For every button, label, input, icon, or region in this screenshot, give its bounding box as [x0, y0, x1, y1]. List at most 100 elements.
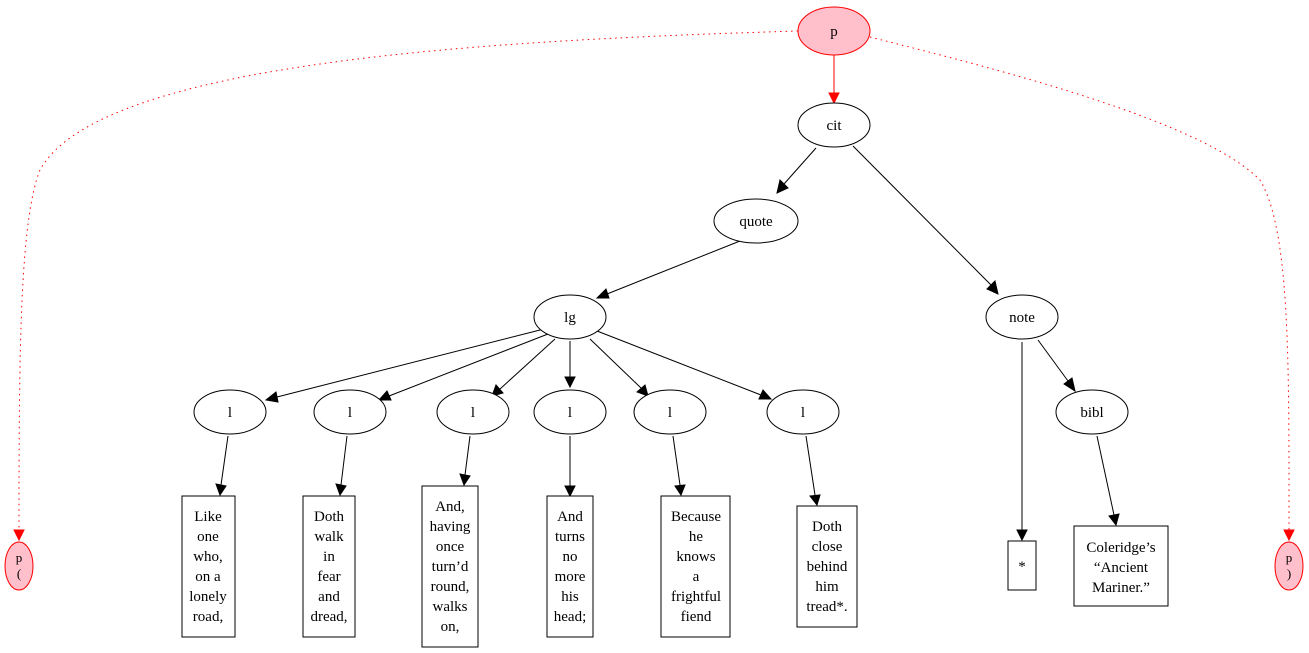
node-p-close[interactable]: p ): [1274, 541, 1304, 591]
edge-lg-l6: [596, 330, 762, 396]
leaf-line: frightful: [671, 589, 721, 605]
node-l-6[interactable]: l: [766, 389, 840, 435]
edges: [13, 30, 1295, 542]
leaf-box: [421, 485, 479, 648]
edge-l1-t1: [220, 435, 229, 486]
leaf-text-2[interactable]: Doth walk in fear and dread,: [302, 495, 356, 638]
leaf-line: fear: [317, 569, 340, 585]
arrowhead: [377, 390, 392, 401]
node-shape: [797, 6, 871, 56]
node-shape: [1274, 541, 1304, 591]
arrowhead: [1283, 529, 1295, 542]
node-l-5[interactable]: l: [633, 389, 707, 435]
leaf-text-5[interactable]: Because he knows a frightful fiend: [660, 495, 731, 638]
leaf-line: close: [812, 539, 843, 555]
node-label: l: [471, 405, 475, 421]
node-l-1[interactable]: l: [193, 389, 267, 435]
node-label: l: [668, 405, 672, 421]
node-l-3[interactable]: l: [436, 389, 510, 435]
leaf-line: on,: [441, 619, 460, 635]
leaf-line: turn’d: [432, 559, 469, 575]
leaf-text-1[interactable]: Like one who, on a lonely road,: [181, 495, 236, 638]
arrowhead: [674, 484, 686, 497]
arrowhead: [595, 288, 610, 299]
leaf-text-8[interactable]: Coleridge’s “Ancient Mariner.”: [1073, 525, 1169, 607]
node-shape: [985, 294, 1059, 340]
node-label-paren: ): [1287, 566, 1291, 581]
leaf-box: [660, 495, 731, 638]
node-shape: [4, 541, 34, 591]
leaf-box: [796, 505, 858, 628]
arrowhead: [1016, 529, 1028, 542]
node-label: l: [348, 405, 352, 421]
node-lg[interactable]: lg: [533, 294, 607, 340]
node-label: cit: [827, 118, 843, 134]
edge-cit-note: [852, 145, 992, 286]
leaf-line: walks: [433, 599, 468, 615]
arrowhead: [335, 483, 347, 497]
arrowhead: [13, 529, 25, 542]
edge-lg-l3: [499, 338, 556, 390]
leaf-line: And,: [435, 499, 465, 515]
arrowhead: [459, 473, 471, 487]
leaf-text-3[interactable]: And, having once turn’d round, walks on,: [421, 485, 479, 648]
leaf-line: lonely: [189, 589, 227, 605]
leaf-line: round,: [431, 579, 470, 595]
leaf-line: turns: [555, 529, 585, 545]
leaf-line: And: [557, 509, 583, 525]
arrowhead: [215, 483, 227, 497]
leaf-line: on a: [195, 569, 221, 585]
node-label: bibl: [1080, 405, 1103, 421]
leaf-line: one: [197, 529, 219, 545]
leaf-line: having: [430, 519, 471, 535]
node-l-4[interactable]: l: [533, 389, 607, 435]
leaf-line: *: [1018, 559, 1026, 575]
leaf-line: Because: [671, 509, 721, 525]
leaf-text-7[interactable]: *: [1007, 540, 1037, 591]
arrowhead: [636, 384, 649, 397]
node-shape: [533, 389, 607, 435]
leaf-line: knows: [676, 549, 715, 565]
node-label: l: [228, 405, 232, 421]
edge-lg-l2: [388, 333, 549, 397]
leaf-line: his: [561, 589, 579, 605]
arrowhead: [828, 92, 840, 105]
node-shape: [533, 294, 607, 340]
arrowhead: [809, 494, 821, 507]
leaf-line: in: [323, 549, 335, 565]
edge-bibl-t8: [1096, 435, 1115, 516]
leaf-line: who,: [193, 549, 223, 565]
leaf-text-6[interactable]: Doth close behind him tread*.: [796, 505, 858, 628]
leaf-line: a: [693, 569, 700, 585]
node-shape: [766, 389, 840, 435]
arrowhead: [491, 384, 504, 397]
node-quote[interactable]: quote: [713, 198, 799, 244]
leaf-line: road,: [193, 609, 223, 625]
leaf-box: [1007, 540, 1037, 591]
node-note[interactable]: note: [985, 294, 1059, 340]
node-shape: [797, 102, 871, 148]
leaf-box: [546, 495, 594, 638]
node-l-2[interactable]: l: [313, 389, 387, 435]
leaf-box: [302, 495, 356, 638]
leaf-text-4[interactable]: And turns no more his head;: [546, 495, 594, 638]
leaf-line: dread,: [310, 609, 347, 625]
arrowhead: [758, 389, 773, 400]
node-p-root[interactable]: p: [797, 6, 871, 56]
node-label: lg: [564, 310, 576, 326]
leaf-line: fiend: [681, 609, 712, 625]
leaf-line: once: [436, 539, 465, 555]
leaf-line: Mariner.”: [1092, 580, 1150, 596]
node-label-paren: (: [17, 566, 21, 581]
leaf-line: Doth: [812, 519, 843, 535]
leaf-line: “Ancient: [1094, 560, 1149, 576]
node-bibl[interactable]: bibl: [1055, 389, 1129, 435]
edge-lg-l1: [276, 328, 545, 398]
node-shape: [193, 389, 267, 435]
node-p-open[interactable]: p (: [4, 541, 34, 591]
edge-p-pleft: [18, 30, 799, 531]
edge-p-pright: [869, 36, 1290, 531]
node-label: l: [568, 405, 572, 421]
node-cit[interactable]: cit: [797, 102, 871, 148]
